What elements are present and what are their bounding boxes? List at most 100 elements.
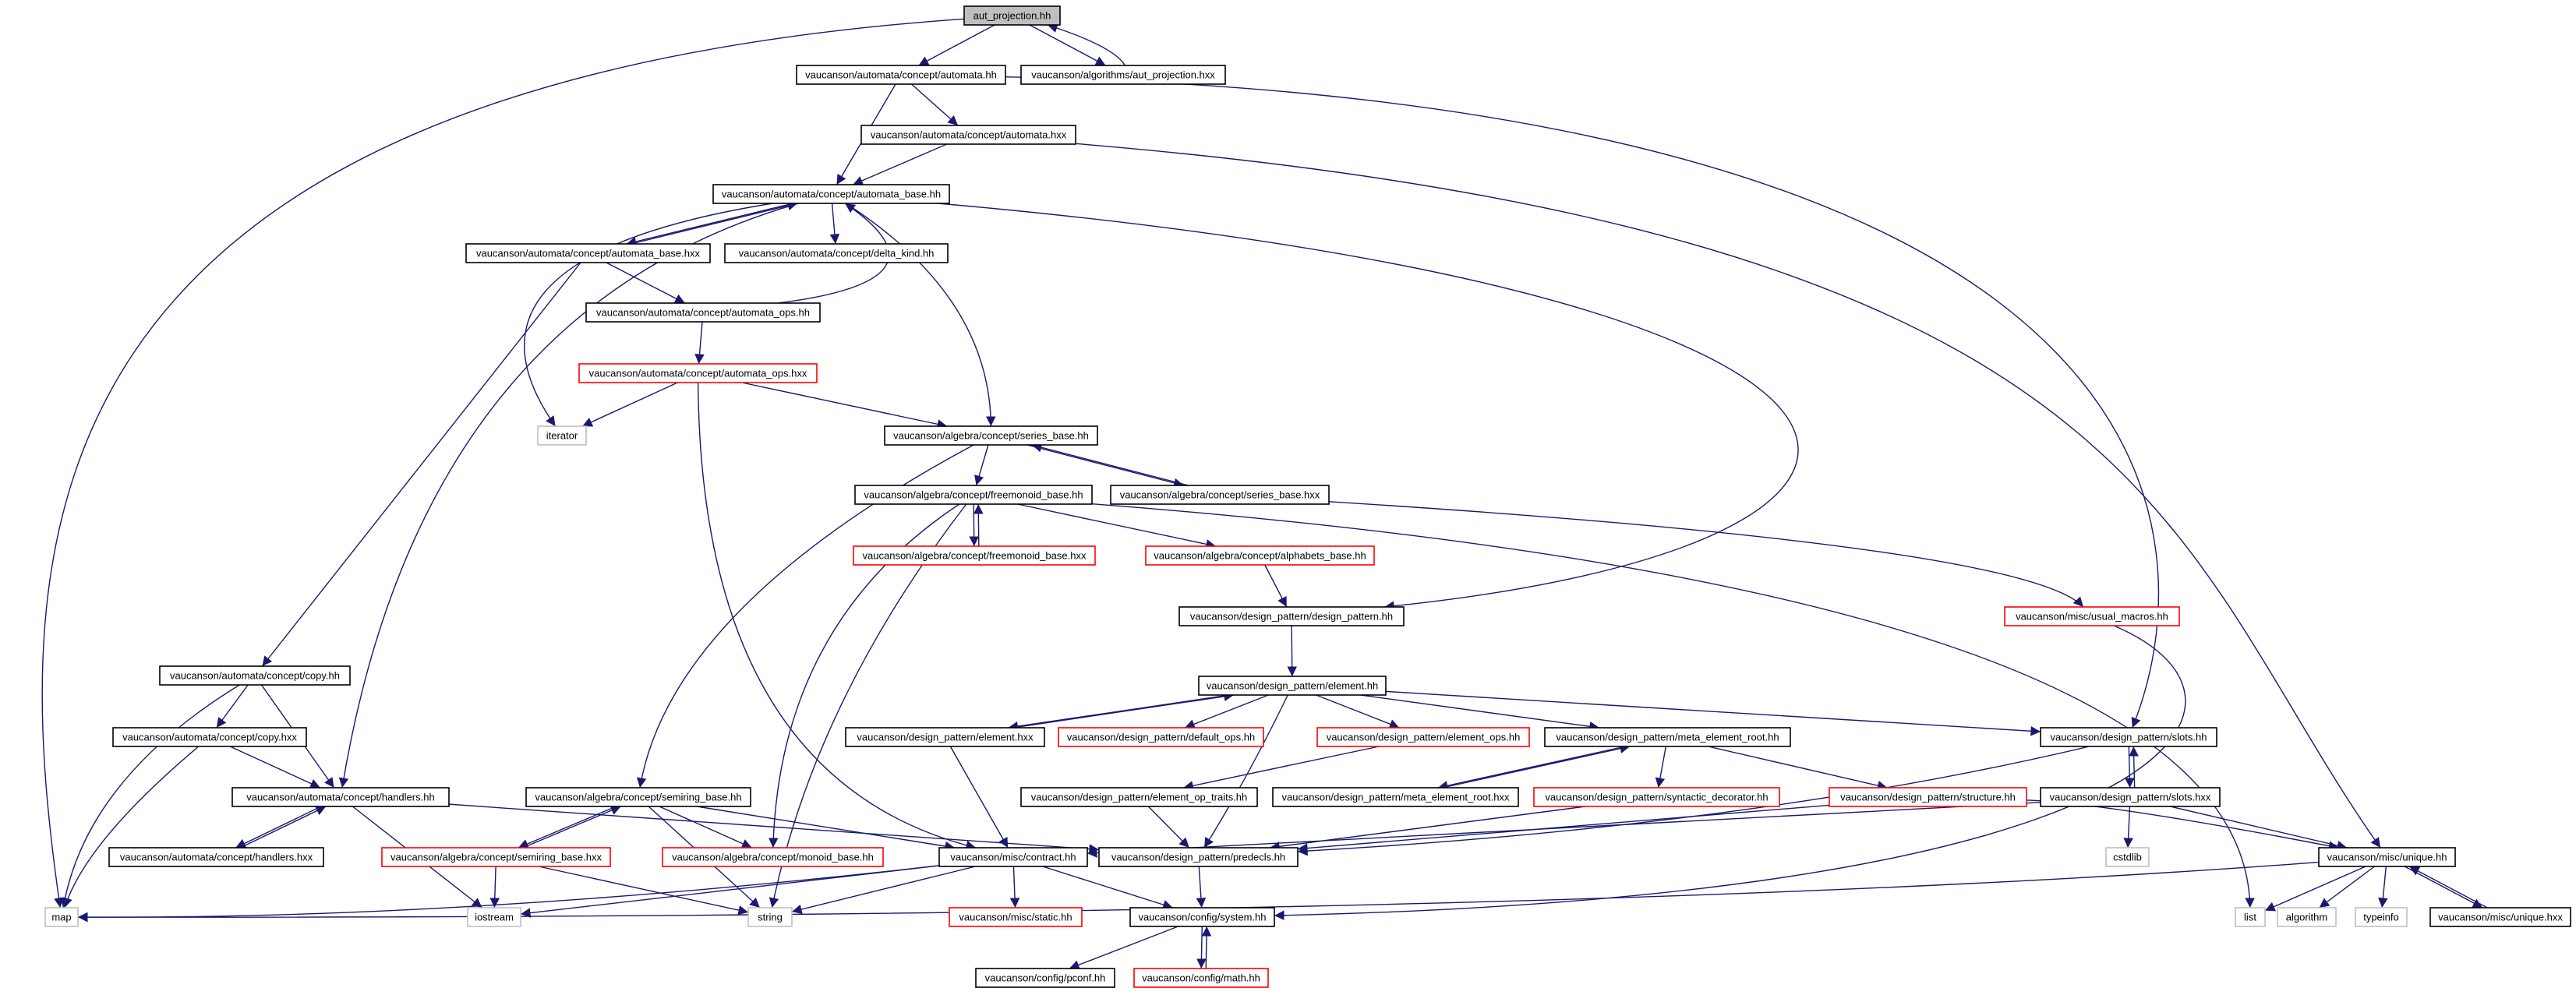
- include-edge: [77, 865, 940, 923]
- file-node-series-base-hh[interactable]: vaucanson/algebra/concept/series_base.hh: [884, 425, 1098, 446]
- include-edge: [1069, 926, 1178, 970]
- file-node-automata-base-hxx[interactable]: vaucanson/automata/concept/automata_base…: [465, 243, 711, 263]
- node-label: vaucanson/misc/usual_macros.hh: [2016, 611, 2168, 623]
- edge-line: [1042, 866, 1173, 910]
- edge-line: [1183, 746, 1380, 791]
- file-node-design-pattern-hh[interactable]: vaucanson/design_pattern/design_pattern.…: [1178, 606, 1405, 626]
- file-node-pconf-hh[interactable]: vaucanson/config/pconf.hh: [975, 968, 1115, 988]
- edge-line: [1203, 694, 1288, 849]
- include-edge: [1017, 503, 1217, 549]
- file-nodes: aut_projection.hhmapvaucanson/automata/c…: [44, 5, 2571, 988]
- include-edge: [1009, 866, 1020, 909]
- file-node-algorithm: algorithm: [2277, 907, 2337, 927]
- node-label: list: [2244, 912, 2256, 923]
- include-edge: [829, 203, 840, 245]
- edge-line: [696, 806, 956, 852]
- file-node-semiring-base-hh[interactable]: vaucanson/algebra/concept/semiring_base.…: [525, 787, 751, 807]
- file-node-element-op-traits-hh[interactable]: vaucanson/design_pattern/element_op_trai…: [1020, 787, 1258, 807]
- edge-line: [1196, 866, 1207, 909]
- file-node-automata-ops-hh[interactable]: vaucanson/automata/concept/automata_ops.…: [585, 302, 821, 323]
- include-edge: [1297, 746, 2090, 856]
- edge-line: [489, 866, 500, 909]
- node-box: [1533, 787, 1780, 807]
- node-label: vaucanson/automata/concept/delta_kind.hh: [739, 248, 935, 259]
- node-box: [1058, 727, 1264, 747]
- file-node-automata-base-hh[interactable]: vaucanson/automata/concept/automata_base…: [712, 184, 950, 204]
- node-box: [1129, 907, 1275, 927]
- file-node-copy-hh[interactable]: vaucanson/automata/concept/copy.hh: [159, 665, 351, 686]
- include-edge: [581, 382, 678, 427]
- edge-line: [60, 684, 240, 909]
- file-node-system-hh[interactable]: vaucanson/config/system.hh: [1129, 907, 1275, 927]
- file-node-static-hh[interactable]: vaucanson/misc/static.hh: [949, 907, 1083, 927]
- file-node-monoid-base-hh[interactable]: vaucanson/algebra/concept/monoid_base.hh: [662, 847, 884, 867]
- file-node-slots-hh[interactable]: vaucanson/design_pattern/slots.hh: [2040, 727, 2217, 747]
- include-edge: [659, 806, 752, 849]
- file-node-freemonoid-base-hxx[interactable]: vaucanson/algebra/concept/freemonoid_bas…: [853, 545, 1096, 566]
- edge-line: [845, 203, 996, 427]
- edge-line: [229, 746, 321, 789]
- node-label: vaucanson/design_pattern/element_ops.hh: [1327, 732, 1521, 743]
- file-node-element-hh[interactable]: vaucanson/design_pattern/element.hh: [1198, 676, 1387, 696]
- node-box: [159, 665, 351, 686]
- edge-line: [974, 503, 984, 547]
- file-node-cstdlib: cstdlib: [2105, 847, 2150, 867]
- file-node-alphabets-base-hh[interactable]: vaucanson/algebra/concept/alphabets_base…: [1145, 545, 1375, 566]
- edge-line: [2026, 799, 2339, 851]
- include-edge: [62, 746, 200, 909]
- node-box: [2040, 787, 2221, 807]
- file-node-element-ops-hh[interactable]: vaucanson/design_pattern/element_ops.hh: [1316, 727, 1530, 747]
- node-box: [1133, 968, 1269, 988]
- file-node-handlers-hxx[interactable]: vaucanson/automata/concept/handlers.hxx: [108, 847, 324, 867]
- file-node-syntactic-decorator-hh[interactable]: vaucanson/design_pattern/syntactic_decor…: [1533, 787, 1780, 807]
- file-node-predecls-hh[interactable]: vaucanson/design_pattern/predecls.hh: [1098, 847, 1299, 867]
- node-box: [2429, 907, 2571, 927]
- include-edge: [791, 866, 976, 915]
- include-edge: [518, 806, 617, 849]
- file-node-usual-macros-hh[interactable]: vaucanson/misc/usual_macros.hh: [2004, 606, 2180, 626]
- edge-line: [631, 200, 798, 245]
- file-node-meta-element-root-hxx[interactable]: vaucanson/design_pattern/meta_element_ro…: [1272, 787, 1519, 807]
- file-node-series-base-hxx[interactable]: vaucanson/algebra/concept/series_base.hx…: [1110, 485, 1330, 505]
- file-node-semiring-base-hxx[interactable]: vaucanson/algebra/concept/semiring_base.…: [381, 847, 611, 867]
- file-node-structure-hh[interactable]: vaucanson/design_pattern/structure.hh: [1829, 787, 2027, 807]
- node-box: [1198, 676, 1387, 696]
- file-node-automata-hxx[interactable]: vaucanson/automata/concept/automata.hxx: [860, 125, 1076, 145]
- file-node-automata-ops-hxx[interactable]: vaucanson/automata/concept/automata_ops.…: [578, 363, 818, 383]
- file-node-default-ops-hh[interactable]: vaucanson/design_pattern/default_ops.hh: [1058, 727, 1264, 747]
- file-node-handlers-hh[interactable]: vaucanson/automata/concept/handlers.hh: [231, 787, 450, 807]
- file-node-slots-hxx[interactable]: vaucanson/design_pattern/slots.hxx: [2040, 787, 2221, 807]
- node-box: [465, 243, 711, 263]
- include-edge: [1437, 746, 1626, 791]
- edge-line: [626, 203, 793, 247]
- node-label: vaucanson/automata/concept/automata_base…: [476, 248, 700, 259]
- include-edge: [631, 200, 798, 245]
- edge-line: [853, 143, 947, 185]
- include-edge: [853, 143, 947, 185]
- file-node-unique-hxx[interactable]: vaucanson/misc/unique.hxx: [2429, 907, 2571, 927]
- node-box: [2235, 907, 2266, 927]
- edge-line: [524, 203, 773, 427]
- file-node-freemonoid-base-hh[interactable]: vaucanson/algebra/concept/freemonoid_bas…: [854, 485, 1093, 505]
- include-edge: [1075, 143, 2381, 849]
- node-box: [975, 968, 1115, 988]
- file-node-contract-hh[interactable]: vaucanson/misc/contract.hh: [938, 847, 1088, 867]
- node-label: aut_projection.hh: [974, 10, 1051, 22]
- node-label: vaucanson/automata/concept/automata.hh: [805, 69, 997, 81]
- edge-line: [216, 684, 249, 729]
- file-node-element-hxx[interactable]: vaucanson/design_pattern/element.hxx: [845, 727, 1045, 747]
- file-node-aut-projection-hh[interactable]: aut_projection.hh: [963, 5, 1061, 26]
- file-node-unique-hh[interactable]: vaucanson/misc/unique.hh: [2318, 847, 2456, 867]
- node-box: [796, 65, 1006, 85]
- file-node-automata-hh[interactable]: vaucanson/automata/concept/automata.hh: [796, 65, 1006, 85]
- node-label: string: [758, 912, 783, 923]
- file-node-copy-hxx[interactable]: vaucanson/automata/concept/copy.hxx: [112, 727, 307, 747]
- include-edge: [1029, 24, 1106, 66]
- edge-line: [1196, 926, 1207, 969]
- file-node-meta-element-root-hh[interactable]: vaucanson/design_pattern/meta_element_ro…: [1544, 727, 1791, 747]
- node-box: [853, 545, 1096, 566]
- file-node-algorithms-aut-projection-hxx[interactable]: vaucanson/algorithms/aut_projection.hxx: [1020, 65, 1226, 85]
- include-edge: [1708, 746, 1888, 791]
- file-node-math-hh[interactable]: vaucanson/config/math.hh: [1133, 968, 1269, 988]
- file-node-delta-kind-hh[interactable]: vaucanson/automata/concept/delta_kind.hh: [724, 243, 949, 263]
